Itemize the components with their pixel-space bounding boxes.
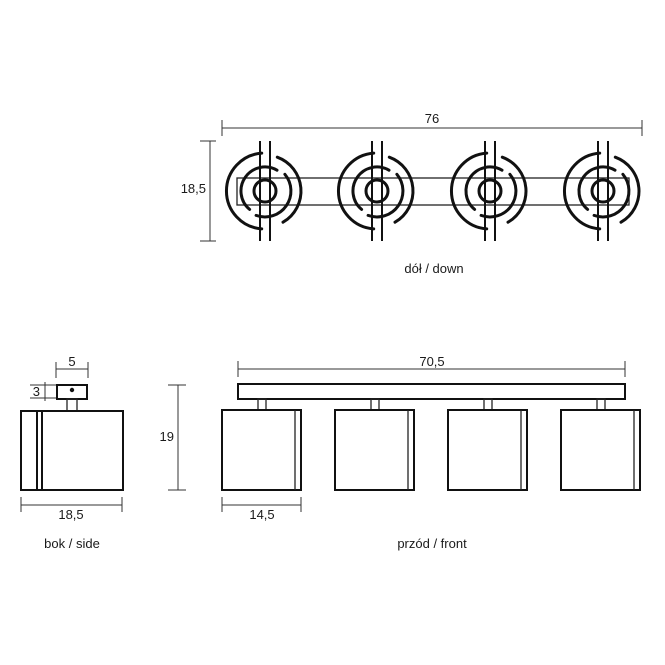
down-caption: dół / down: [404, 261, 463, 276]
front-head-3: [447, 398, 528, 491]
down-height-label: 18,5: [181, 181, 206, 196]
front-view: 70,5 19 14,5 przód / front: [160, 354, 641, 551]
down-head-1: [225, 141, 303, 241]
down-height-dimension: 18,5: [181, 140, 216, 242]
front-height-dimension: 19: [160, 384, 186, 491]
front-bar: [237, 383, 626, 400]
mounting-bar: [236, 177, 630, 206]
side-stem: [66, 398, 78, 412]
front-top-dimension: 70,5: [237, 354, 626, 377]
front-head-4: [560, 398, 641, 491]
spotlight-heads-down: [225, 141, 641, 241]
side-caption: bok / side: [44, 536, 100, 551]
down-view: 76 18,5 dół / down: [181, 111, 643, 276]
front-height-label: 19: [160, 429, 174, 444]
side-left-label: 3: [33, 384, 40, 399]
side-mount-screw: [69, 387, 75, 393]
side-top-label: 5: [68, 354, 75, 369]
down-width-dimension: 76: [221, 111, 643, 136]
front-head-1: [221, 398, 302, 491]
front-head-2: [334, 398, 415, 491]
down-head-2: [337, 141, 415, 241]
side-view: 5 3 18,5 bok / side: [20, 354, 124, 551]
spotlight-heads-front: [221, 398, 641, 491]
front-caption: przód / front: [397, 536, 467, 551]
down-head-3: [450, 141, 528, 241]
front-bottom-label: 14,5: [249, 507, 274, 522]
side-left-dimension: 3: [30, 382, 56, 401]
side-bottom-dimension: 18,5: [20, 497, 123, 522]
side-head: [20, 410, 124, 491]
front-bottom-dimension: 14,5: [221, 497, 302, 522]
down-width-label: 76: [425, 111, 439, 126]
front-top-label: 70,5: [419, 354, 444, 369]
side-bottom-label: 18,5: [58, 507, 83, 522]
side-top-dimension: 5: [55, 354, 89, 378]
down-head-4: [563, 141, 641, 241]
